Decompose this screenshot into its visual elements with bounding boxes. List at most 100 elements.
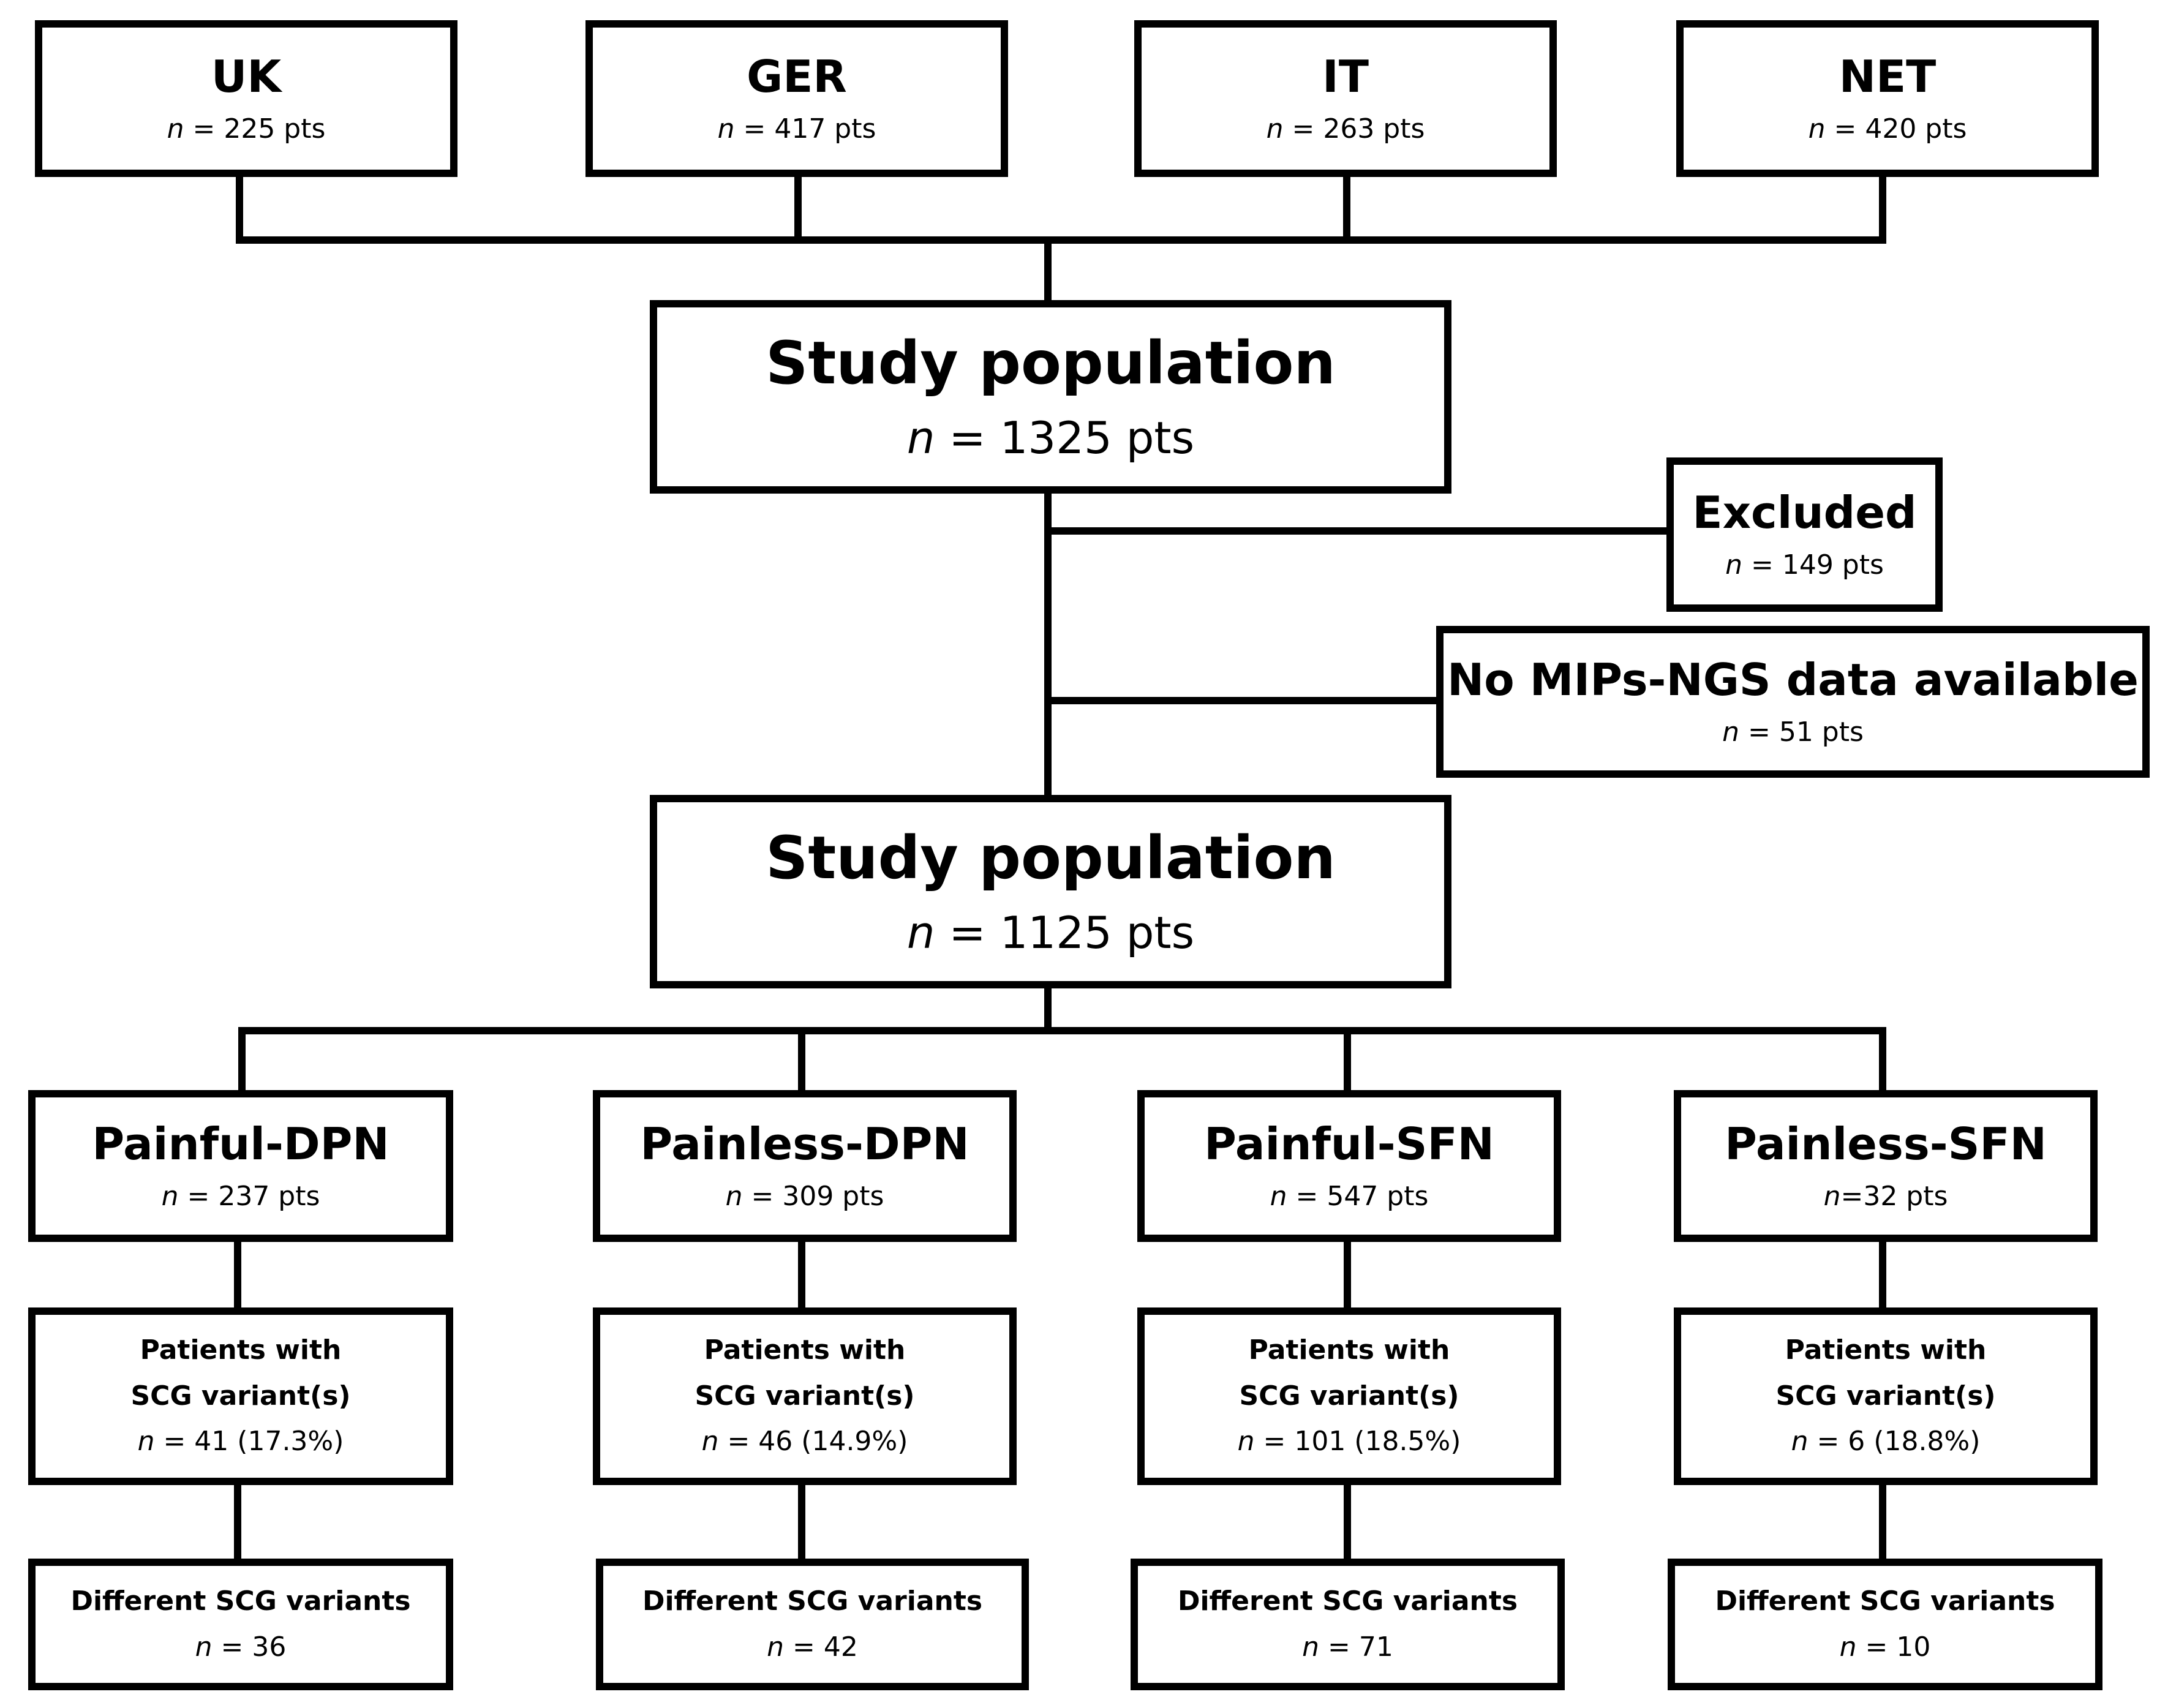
distinct-count: n = 71 [1302,1631,1393,1664]
n-symbol: n [725,1181,743,1212]
variant-box-painless-dpn: Patients with SCG variant(s) n = 46 (14.… [593,1307,1017,1485]
n-symbol: n [1839,1631,1857,1663]
count-text: = 225 pts [184,113,326,145]
count-text: = 263 pts [1283,113,1425,145]
variant-label-line1: Patients with [140,1334,342,1366]
connector [238,1027,246,1093]
n-symbol: n [167,113,184,145]
no-data-count: n = 51 pts [1722,717,1864,749]
country-name: GER [747,51,847,103]
count-text: = 51 pts [1739,717,1864,748]
n-symbol: n [1302,1631,1320,1663]
distinct-count: n = 42 [767,1631,858,1664]
distinct-variants-box-painless-dpn: Different SCG variants n = 42 [596,1559,1029,1690]
count-text: = 1125 pts [935,907,1195,958]
n-symbol: n [195,1631,213,1663]
connector [1344,1236,1351,1307]
count-text: = 1325 pts [935,412,1195,464]
distinct-variants-box-painless-sfn: Different SCG variants n = 10 [1668,1559,2102,1690]
connector [236,170,243,243]
distinct-label: Different SCG variants [1177,1585,1518,1617]
n-symbol: n [1791,1426,1809,1458]
count-text: = 36 [212,1631,287,1663]
distinct-count: n = 10 [1840,1631,1931,1664]
count-text: = 420 pts [1825,113,1967,145]
country-box-it: IT n = 263 pts [1134,20,1557,177]
n-symbol: n [1823,1181,1841,1212]
count-text: = 309 pts [742,1181,884,1212]
distinct-label: Different SCG variants [642,1585,983,1617]
group-count: n=32 pts [1824,1181,1948,1213]
group-name: Painless-DPN [640,1118,969,1170]
connector [1879,1479,1886,1559]
excluded-count: n = 149 pts [1725,549,1884,582]
variant-label-line1: Patients with [1248,1334,1450,1366]
connector [234,1236,241,1307]
connector [234,1479,241,1559]
variant-box-painful-sfn: Patients with SCG variant(s) n = 101 (18… [1137,1307,1561,1485]
variant-label-line2: SCG variant(s) [1239,1380,1459,1412]
variant-count: n = 101 (18.5%) [1238,1426,1461,1458]
group-name: Painful-DPN [92,1118,390,1170]
variant-count: n = 46 (14.9%) [702,1426,908,1458]
variant-count: n = 6 (18.8%) [1791,1426,1981,1458]
connector [1044,527,1669,535]
count-text: = 46 (14.9%) [718,1426,908,1458]
distinct-count: n = 36 [195,1631,287,1664]
connector [1879,170,1886,243]
count-text: = 101 (18.5%) [1254,1426,1461,1458]
study-title: Study population [766,328,1336,397]
connector [1344,1479,1351,1559]
n-symbol: n [1237,1426,1255,1458]
variant-label-line1: Patients with [704,1334,906,1366]
n-symbol: n [701,1426,719,1458]
connector [798,1479,805,1559]
distinct-label: Different SCG variants [1715,1585,2055,1617]
variant-label-line1: Patients with [1785,1334,1987,1366]
variant-box-painless-sfn: Patients with SCG variant(s) n = 6 (18.8… [1674,1307,2098,1485]
connector [1044,697,1442,704]
count-text: = 42 [784,1631,858,1663]
count-text: = 547 pts [1287,1181,1429,1212]
excluded-title: Excluded [1692,487,1917,539]
n-symbol: n [767,1631,785,1663]
connector [798,1027,805,1093]
country-count: n = 417 pts [718,113,876,146]
group-box-painful-sfn: Painful-SFN n = 547 pts [1137,1090,1561,1242]
count-text: = 10 [1856,1631,1931,1663]
study-count: n = 1325 pts [907,412,1194,464]
study-population-final: Study population n = 1125 pts [650,795,1451,988]
country-name: UK [211,51,282,103]
study-title: Study population [766,823,1336,892]
count-text: =32 pts [1840,1181,1948,1212]
group-name: Painful-SFN [1204,1118,1494,1170]
connector [794,170,802,243]
country-count: n = 263 pts [1267,113,1425,146]
variant-label-line2: SCG variant(s) [1775,1380,1996,1412]
count-text: = 149 pts [1742,549,1884,581]
country-name: NET [1839,51,1937,103]
country-count: n = 225 pts [167,113,326,146]
no-data-box: No MIPs-NGS data available n = 51 pts [1436,626,2150,778]
n-symbol: n [906,907,935,958]
group-box-painless-dpn: Painless-DPN n = 309 pts [593,1090,1017,1242]
excluded-box: Excluded n = 149 pts [1666,457,1943,612]
group-count: n = 547 pts [1270,1181,1429,1213]
no-data-title: No MIPs-NGS data available [1447,654,2139,706]
group-count: n = 309 pts [726,1181,884,1213]
connector [236,236,1886,244]
variant-count: n = 41 (17.3%) [138,1426,344,1458]
country-box-ger: GER n = 417 pts [585,20,1008,177]
connector [1879,1236,1886,1307]
n-symbol: n [1722,717,1739,748]
connector [238,1027,1886,1034]
connector [1044,983,1052,1033]
connector [798,1236,805,1307]
count-text: = 417 pts [734,113,876,145]
country-box-net: NET n = 420 pts [1676,20,2099,177]
country-name: IT [1322,51,1369,103]
connector [1044,486,1052,795]
connector [1343,170,1350,243]
variant-label-line2: SCG variant(s) [130,1380,351,1412]
